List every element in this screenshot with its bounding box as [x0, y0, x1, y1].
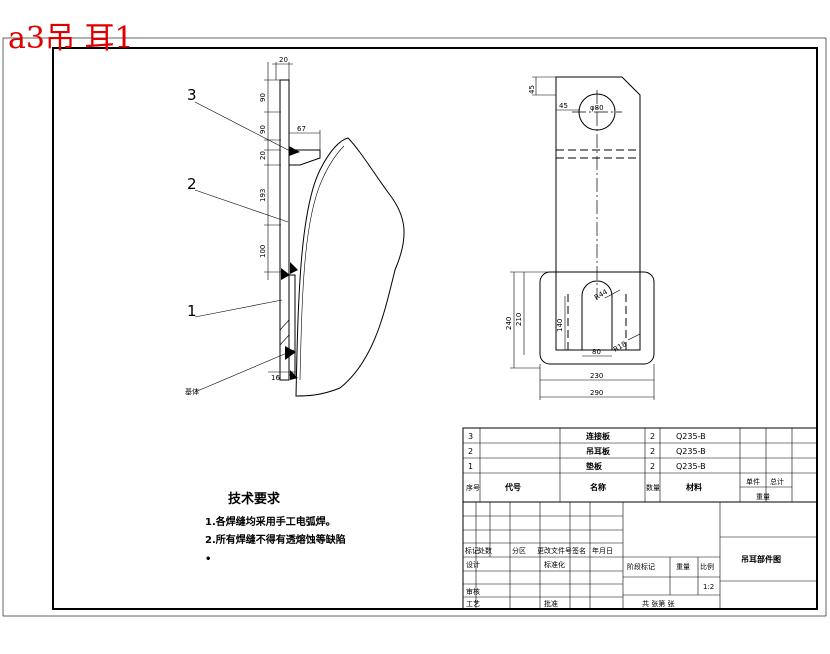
- leader-2: [194, 189, 289, 223]
- tech-req-item-3: •: [205, 554, 211, 565]
- dim-20: 20: [259, 151, 267, 160]
- bom-header-name: 名称: [590, 482, 606, 492]
- plate-hatch: [279, 319, 290, 331]
- dim-45h: 45: [559, 102, 568, 110]
- rev-label-count: 处数: [478, 546, 492, 555]
- tech-req-item-1: 1.各焊缝均采用手工电弧焊。: [205, 515, 336, 528]
- dim-16: 16: [271, 374, 280, 382]
- pad-plate: [288, 274, 296, 376]
- tb-scale: 1:2: [703, 583, 714, 591]
- tb-review: 审核: [466, 587, 480, 596]
- rev-label-mark: 标记: [465, 546, 479, 555]
- dim-193: 193: [259, 189, 267, 202]
- plate-hatch2: [279, 334, 290, 346]
- title-block-frame: [462, 501, 818, 610]
- rev-label-date: 年月日: [592, 546, 613, 555]
- lug-plate-outline: [555, 76, 641, 273]
- bom-header-material: 材料: [686, 482, 702, 492]
- bom-row2-material: Q235-B: [676, 447, 706, 456]
- tb-scale-label: 比例: [700, 562, 714, 571]
- lug-plate: [279, 79, 290, 381]
- tb-sheets: 共 张第 张: [642, 599, 674, 608]
- inner-border: [52, 47, 818, 610]
- bom-row1-qty: 2: [650, 432, 655, 441]
- bom-row1-name: 连接板: [586, 431, 611, 441]
- title-block: 标记 处数 分区 更改文件号 签名 年月日 设计 标准化 审核 工艺 批准 阶段…: [462, 501, 818, 610]
- tb-approve: 批准: [544, 599, 558, 608]
- rev-label-zone: 分区: [512, 546, 526, 555]
- tb-stage: 阶段标记: [627, 562, 655, 571]
- dim-90b: 90: [259, 125, 267, 134]
- leader-1: [194, 299, 283, 318]
- bom-table: 3 连接板 2 Q235-B 2 吊耳板 2 Q235-B 1 垫板 2 Q23…: [462, 427, 818, 503]
- outer-border: [2, 37, 827, 617]
- bom-row2-qty: 2: [650, 447, 655, 456]
- front-view: 45 45 φ80 240 210 140 80 230 290 R44 R18: [505, 76, 655, 400]
- bom-header-weight: 重量: [756, 493, 770, 501]
- tb-design: 设计: [466, 560, 480, 569]
- leader-base: [194, 349, 295, 393]
- bom-row3-no: 1: [468, 462, 473, 471]
- bom-row3-name: 垫板: [586, 461, 603, 471]
- leader-3: [194, 101, 293, 153]
- weld-bottom: [285, 346, 296, 360]
- dim-80: 80: [592, 348, 601, 356]
- callout-2: 2: [187, 175, 197, 193]
- dim-top: 20: [279, 56, 288, 64]
- slot-left: [581, 280, 613, 350]
- dim-230: 230: [590, 372, 603, 380]
- bom-row3-material: Q235-B: [676, 462, 706, 471]
- weld-top: [289, 146, 300, 156]
- weld-mid2: [290, 262, 298, 274]
- bom-header-no: 序号: [466, 483, 480, 492]
- bom-header-total: 总计: [770, 477, 784, 486]
- leader-r18: [627, 333, 641, 341]
- callout-base: 基体: [185, 387, 199, 396]
- tb-drawing-title: 吊耳部件图: [741, 554, 781, 564]
- rev-label-doc: 更改文件号: [537, 546, 572, 555]
- slot-right: [555, 272, 641, 351]
- dim-210: 210: [515, 313, 523, 326]
- callout-3: 3: [187, 86, 197, 104]
- dim-240: 240: [505, 317, 513, 330]
- tb-process: 工艺: [466, 600, 480, 608]
- tech-req-item-2: 2.所有焊缝不得有透熔蚀等缺陷: [205, 533, 346, 546]
- dim-r18: R18: [612, 340, 628, 354]
- drawing-label: a3吊 耳1: [8, 21, 134, 56]
- leader-r44: [604, 289, 621, 299]
- dim-r44: R44: [593, 288, 609, 302]
- base-body-inner: [299, 145, 345, 381]
- bom-header-qty: 数量: [646, 483, 660, 492]
- bom-header-code: 代号: [504, 482, 521, 492]
- tb-standardize: 标准化: [544, 560, 565, 569]
- pad-plate-front: [539, 271, 655, 365]
- technical-requirements: 技术要求 1.各焊缝均采用手工电弧焊。 2.所有焊缝不得有透熔蚀等缺陷 •: [205, 491, 346, 565]
- weld-bottom2: [290, 370, 298, 380]
- dim-67: 67: [297, 125, 306, 133]
- dim-90a: 90: [259, 93, 267, 102]
- tech-req-title: 技术要求: [228, 491, 281, 507]
- dim-140: 140: [556, 319, 564, 332]
- dim-45v: 45: [528, 85, 536, 94]
- callout-1: 1: [187, 302, 197, 320]
- bom-header-unit: 单件: [746, 477, 760, 486]
- base-body-outline: [295, 137, 405, 397]
- bom-row1-no: 3: [468, 432, 473, 441]
- slot-inner: [567, 290, 627, 350]
- dim-100: 100: [259, 245, 267, 258]
- bom-row1-material: Q235-B: [676, 432, 706, 441]
- bom-row3-qty: 2: [650, 462, 655, 471]
- dim-290: 290: [590, 389, 603, 397]
- dim-hole: φ80: [590, 104, 604, 112]
- side-view: 20 90 90 20 193 100 67 16 3 2 1 基体: [185, 56, 405, 397]
- bom-row2-name: 吊耳板: [586, 446, 611, 456]
- rev-label-sign: 签名: [572, 546, 586, 555]
- weld-mid: [281, 268, 290, 280]
- tb-weight: 重量: [676, 563, 690, 571]
- connecting-plate: [288, 149, 321, 166]
- bom-row2-no: 2: [468, 447, 473, 456]
